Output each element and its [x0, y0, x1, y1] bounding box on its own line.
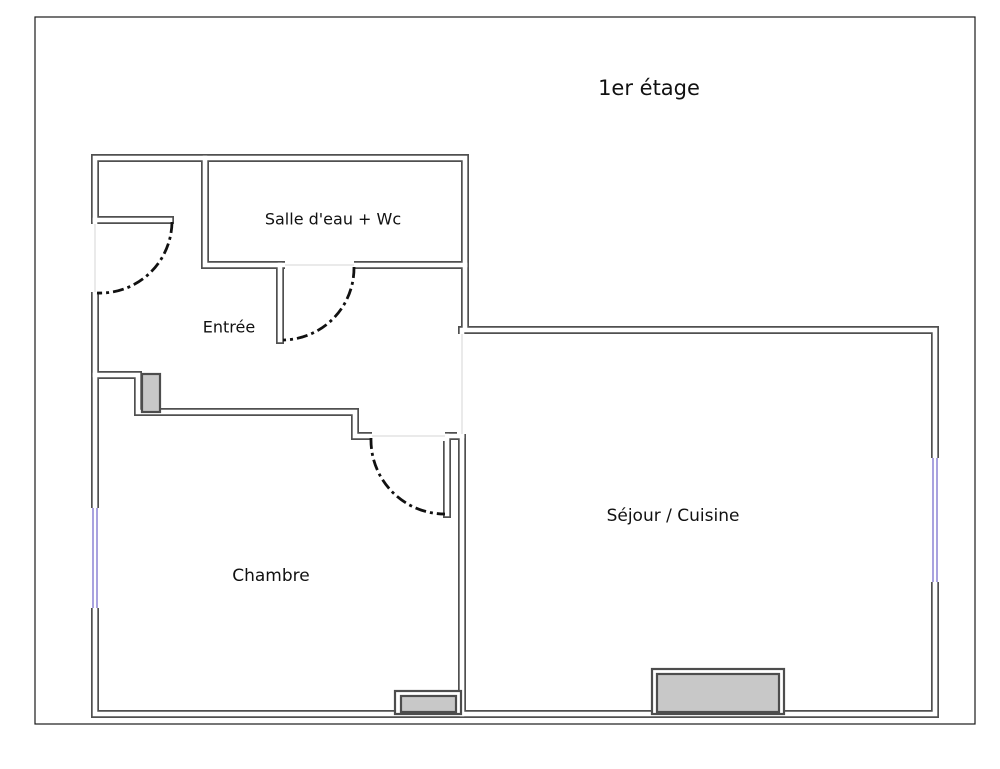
room-label-bedroom: Chambre	[232, 566, 310, 586]
room-label-bathroom: Salle d'eau + Wc	[264, 209, 402, 229]
door-openings	[90, 224, 467, 441]
living-fixture	[655, 672, 781, 714]
fixtures	[140, 372, 786, 716]
walls-core	[92, 155, 938, 717]
page-frame	[34, 16, 976, 725]
door-swings	[96, 221, 446, 516]
room-label-living: Séjour / Cuisine	[606, 506, 740, 526]
door-swing-bedroom	[369, 437, 446, 516]
windows	[90, 458, 940, 608]
bedroom-fixture	[399, 694, 458, 714]
shaft-fixture	[140, 372, 162, 414]
floor-title: 1er étage	[598, 76, 700, 100]
door-swing-bathroom	[282, 266, 356, 342]
room-label-entry: Entrée	[202, 317, 256, 337]
